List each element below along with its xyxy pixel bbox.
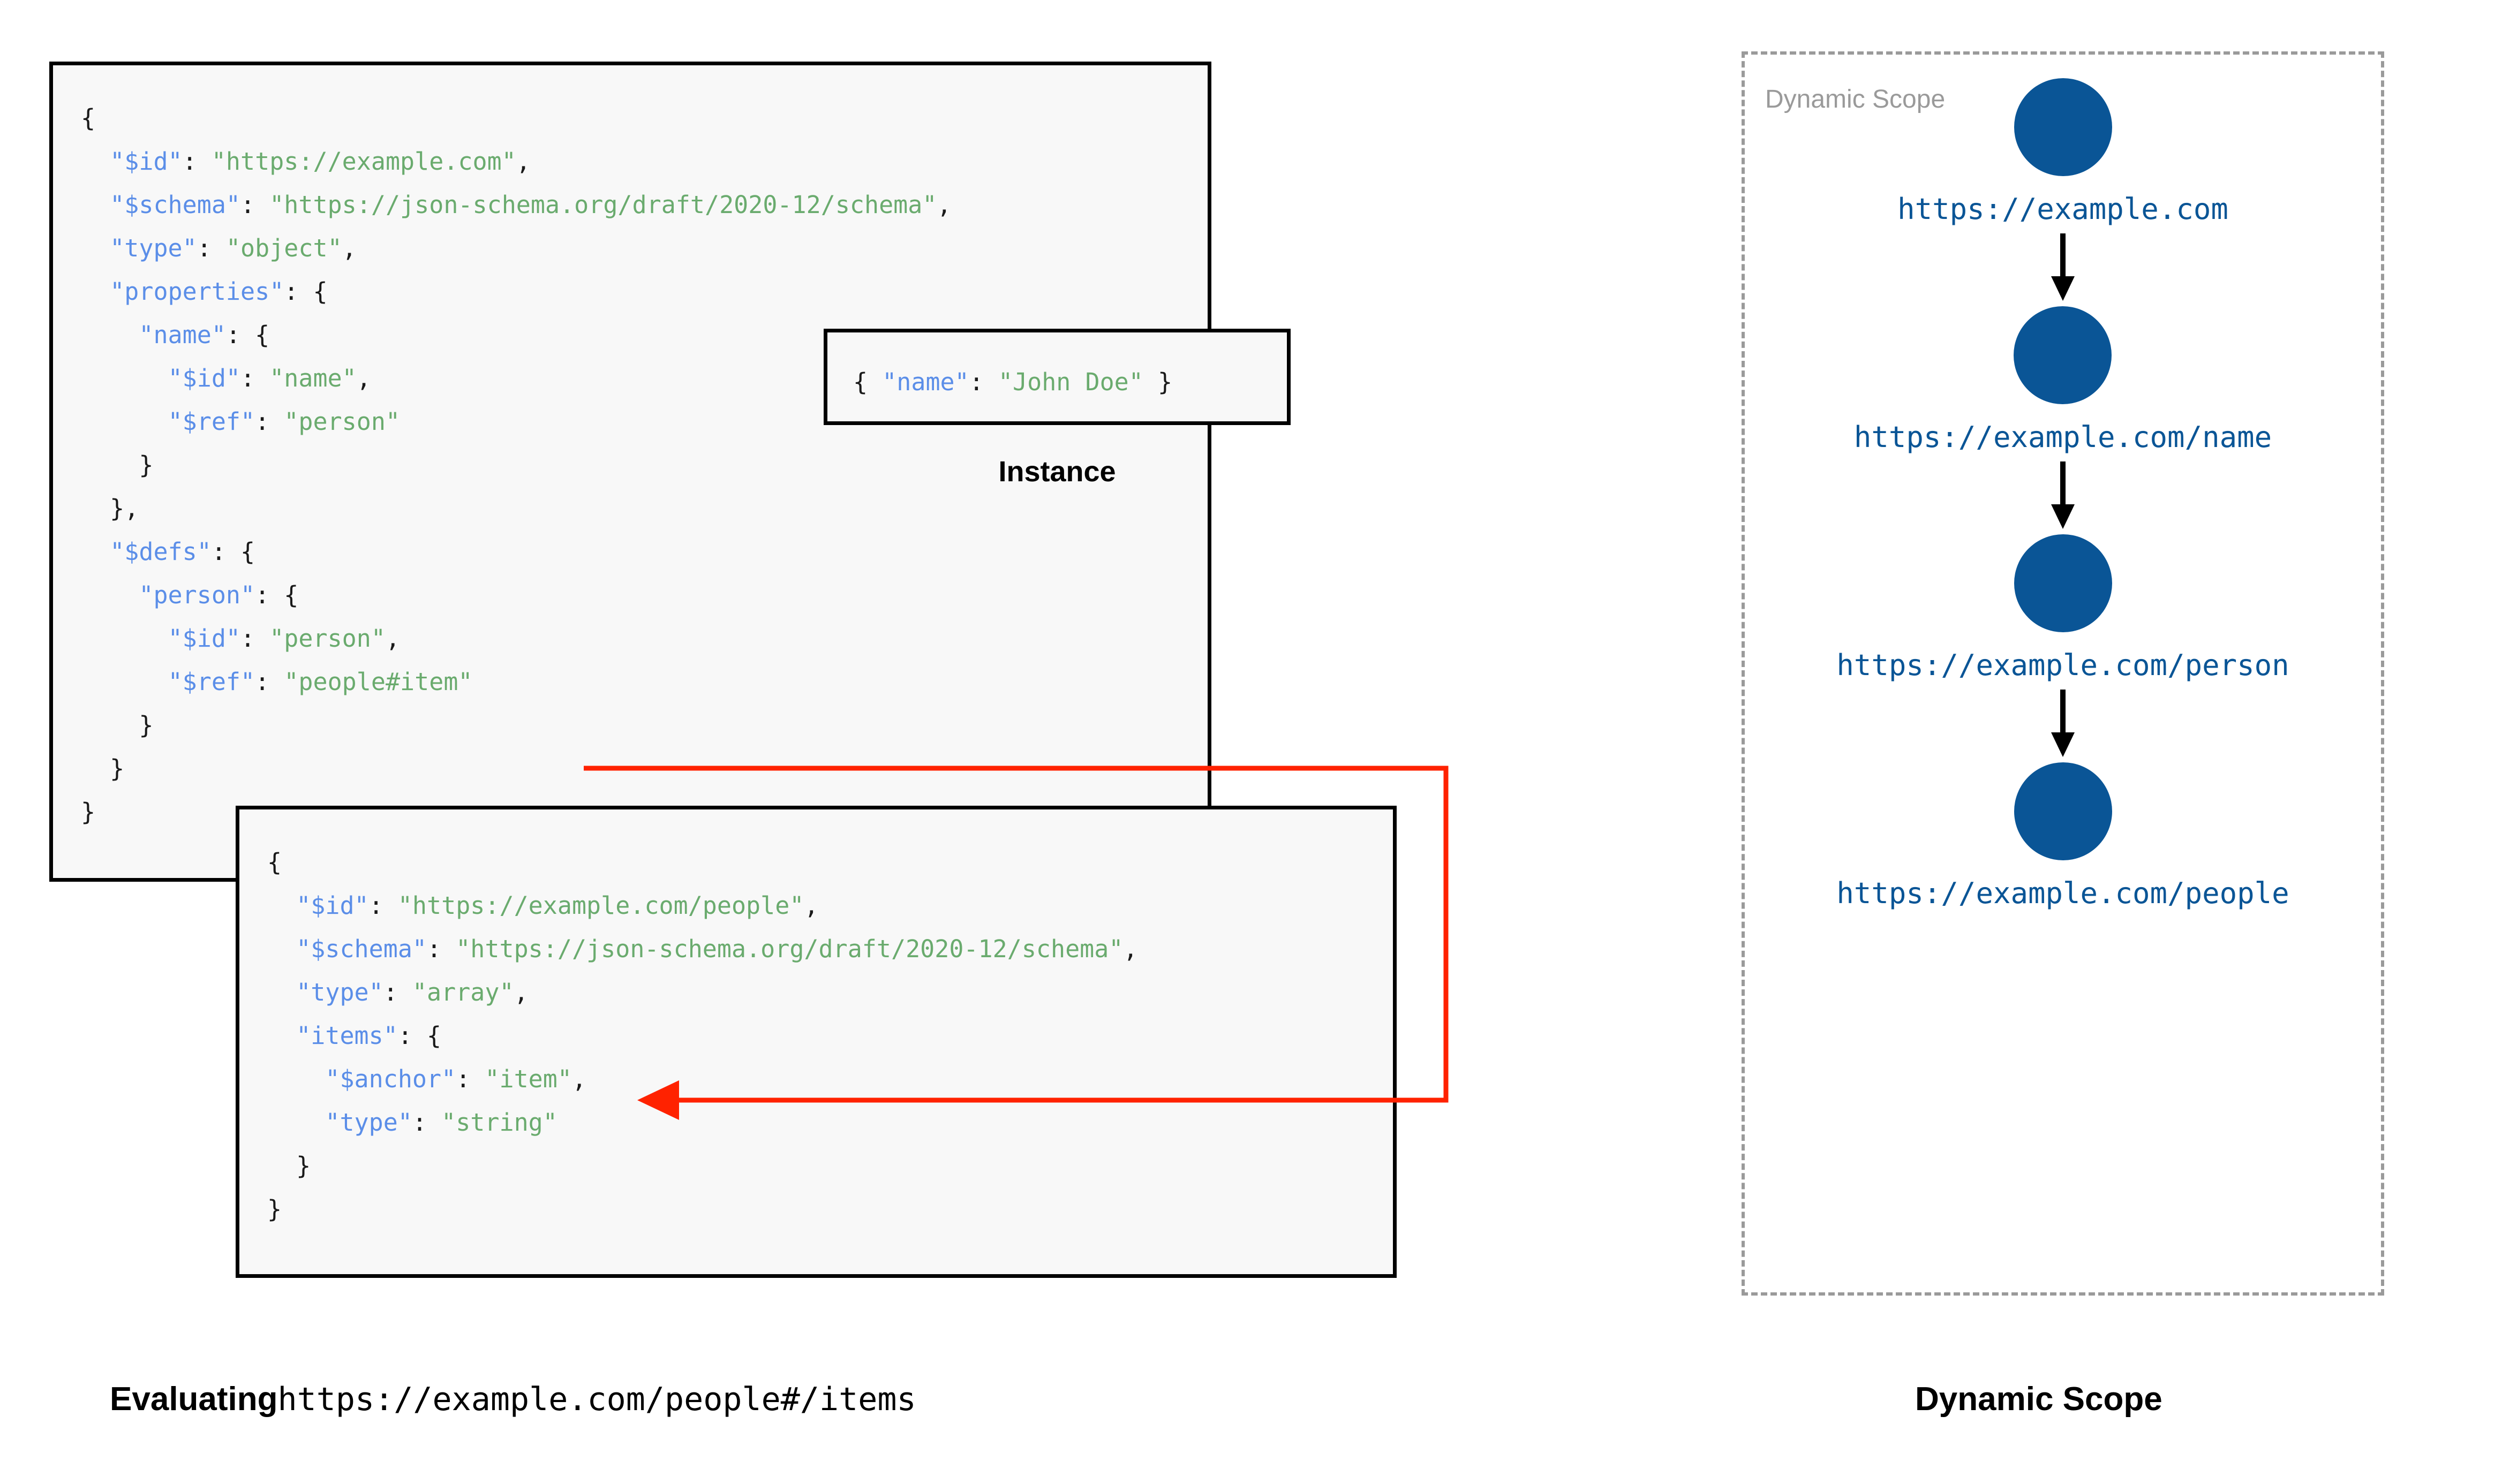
scope-node-label: https://example.com/name	[1853, 420, 2272, 454]
scope-node-label: https://example.com/people	[1836, 876, 2289, 910]
dynamic-scope-panel-title: Dynamic Scope	[1765, 85, 1946, 113]
scope-node-label: https://example.com/person	[1836, 648, 2289, 682]
reference-connector-path	[584, 766, 1449, 1103]
scope-node-circle-icon	[2014, 762, 2112, 860]
flow-arrow-icon	[2051, 690, 2075, 757]
dynamic-scope-caption: Dynamic Scope	[1915, 1381, 2162, 1418]
instance-label: Instance	[998, 456, 1116, 488]
flow-arrow-icon	[2051, 461, 2075, 529]
scope-node-1: https://example.com	[1897, 78, 2228, 226]
evaluating-caption: Evaluatinghttps://example.com/people#/it…	[110, 1380, 916, 1418]
instance-box: { "name": "John Doe" }	[824, 329, 1291, 425]
scope-node-circle-icon	[2014, 78, 2112, 176]
schema-people-code: { "$id": "https://example.com/people", "…	[267, 848, 1138, 1223]
reference-connector-arrowhead	[637, 1080, 679, 1120]
scope-node-4: https://example.com/people	[1836, 762, 2289, 910]
dynamic-scope-flow: https://example.com https://example.com/n…	[1742, 51, 2384, 1296]
scope-node-circle-icon	[2014, 306, 2112, 404]
reference-connector	[584, 766, 1449, 1120]
schema-main-box: { "$id": "https://example.com", "$schema…	[49, 62, 1211, 882]
scope-node-3: https://example.com/person	[1836, 534, 2289, 682]
scope-node-label: https://example.com	[1897, 192, 2228, 226]
evaluating-caption-strong: Evaluating	[110, 1381, 278, 1418]
scope-node-2: https://example.com/name	[1854, 306, 2272, 454]
evaluating-caption-uri: https://example.com/people#/items	[277, 1381, 916, 1418]
flow-arrow-icon	[2051, 233, 2075, 301]
scope-node-circle-icon	[2014, 534, 2112, 632]
schema-main-code: { "$id": "https://example.com", "$schema…	[81, 104, 952, 826]
instance-code: { "name": "John Doe" }	[853, 368, 1173, 396]
schema-people-box: { "$id": "https://example.com/people", "…	[236, 806, 1397, 1278]
